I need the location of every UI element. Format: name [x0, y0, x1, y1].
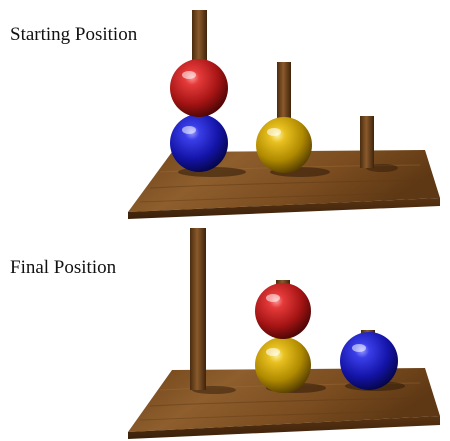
yellow-ball: [256, 117, 312, 173]
blue-ball: [340, 332, 398, 390]
yellow-ball: [255, 337, 311, 393]
final-position-label: Final Position: [10, 257, 117, 278]
blue-ball: [170, 114, 228, 172]
starting-position-label: Starting Position: [10, 24, 138, 45]
red-ball: [255, 283, 311, 339]
right-peg: [360, 116, 374, 168]
red-ball: [170, 59, 228, 117]
final-position-scene: [128, 228, 440, 439]
starting-position-scene: [128, 10, 440, 219]
left-peg: [190, 228, 206, 390]
